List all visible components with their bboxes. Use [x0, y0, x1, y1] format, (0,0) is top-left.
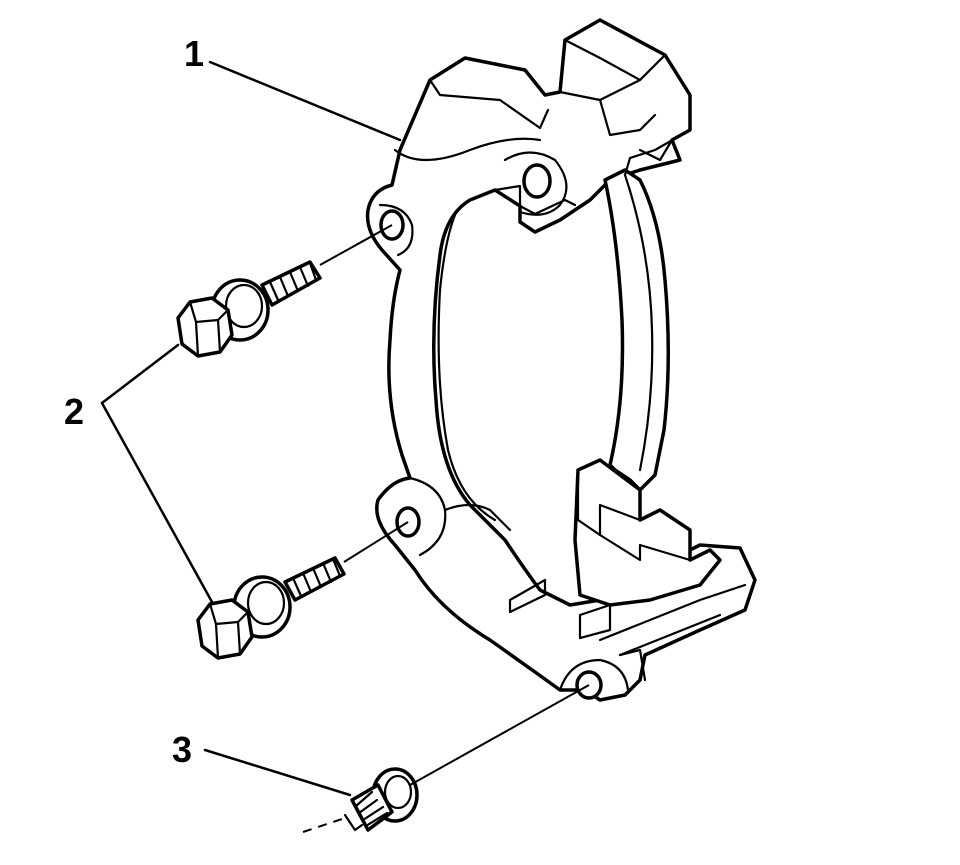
leader-line-2b: [100, 401, 214, 604]
callout-3: 3: [172, 729, 192, 770]
leader-line-3: [203, 748, 352, 797]
alignment-lines: [302, 224, 590, 833]
guide-pin-bolt: [343, 767, 419, 832]
leader-line-2a: [100, 343, 180, 405]
lower-bolt-axis-line: [343, 521, 409, 563]
upper-bracket-bolt: [176, 260, 322, 358]
lower-bracket-bolt: [196, 556, 346, 660]
callout-2: 2: [64, 391, 84, 432]
leader-lines: [100, 60, 402, 797]
upper-bolt-axis-line: [319, 224, 393, 266]
guide-bolt-axis-line: [409, 684, 590, 786]
guide-bolt-axis-dash: [302, 817, 346, 833]
caliper-bracket: [365, 18, 757, 702]
leader-line-1: [208, 60, 402, 142]
callout-1: 1: [184, 33, 204, 74]
